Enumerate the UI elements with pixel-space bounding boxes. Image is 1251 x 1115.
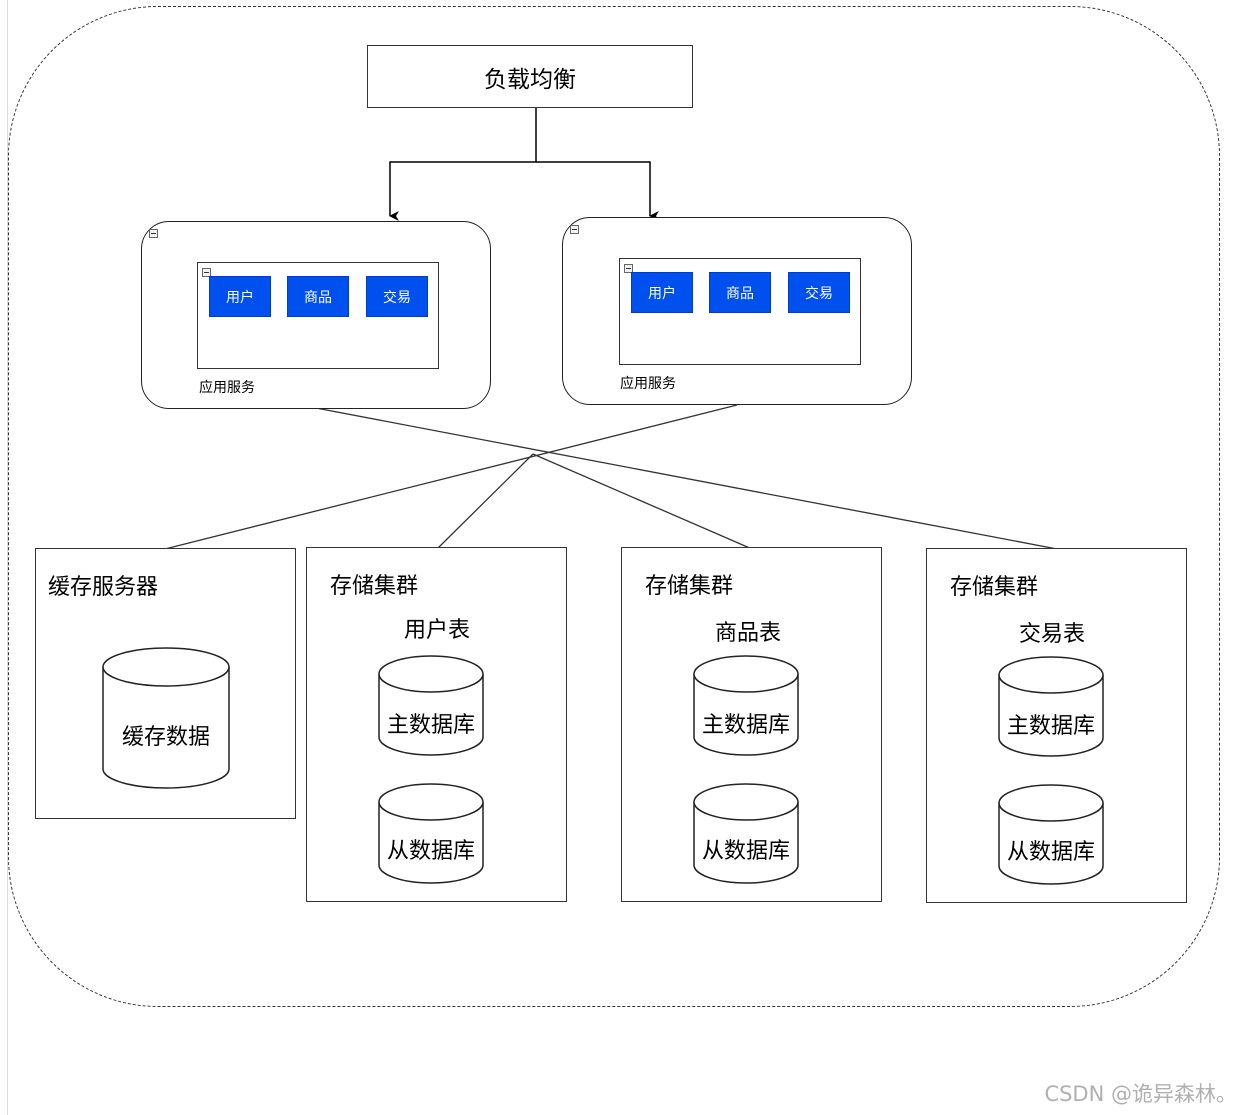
load-balancer-label: 负载均衡 [484, 66, 576, 93]
lb-to-app-server-1-edge [389, 108, 537, 221]
module-user: 用户 [631, 272, 693, 313]
database-cylinder-icon [102, 647, 230, 789]
storage-cluster-title: 存储集群 [645, 574, 734, 599]
load-balancer-node: 负载均衡 [367, 45, 693, 108]
cache-data-cylinder: 缓存数据 [102, 647, 230, 789]
database-cylinder-icon [998, 784, 1104, 885]
watermark-text: CSDN @诡异森林。 [1044, 1082, 1237, 1106]
database-cylinder-icon [998, 656, 1104, 757]
database-cylinder-icon [693, 783, 799, 884]
app-server-1: 用户 商品 交易 应用服务 [141, 221, 491, 409]
master-db-label: 主数据库 [1006, 714, 1095, 739]
module-product: 商品 [709, 272, 771, 313]
lb-to-app-server-2-edge [536, 161, 659, 221]
collapse-toggle-icon[interactable] [149, 229, 158, 238]
module-trade: 交易 [788, 272, 850, 313]
app-server-2-module-group: 用户 商品 交易 [619, 258, 861, 365]
storage-cluster-title: 存储集群 [330, 574, 419, 599]
table-name-label: 用户表 [403, 618, 470, 643]
slave-db-label: 从数据库 [701, 839, 790, 864]
cache-server-node: 缓存服务器 缓存数据 [35, 548, 296, 819]
master-db-cylinder: 主数据库 [693, 655, 799, 757]
master-db-label: 主数据库 [701, 713, 790, 738]
slave-db-label: 从数据库 [1006, 840, 1095, 865]
app-server-2: 用户 商品 交易 应用服务 [562, 217, 912, 405]
slave-db-label: 从数据库 [386, 839, 475, 864]
slave-db-cylinder: 从数据库 [693, 783, 799, 885]
hub-to-product-cluster-edge [532, 453, 753, 550]
app-server-2-to-cache-edge [164, 404, 738, 550]
slave-db-cylinder: 从数据库 [378, 783, 484, 885]
database-cylinder-icon [378, 655, 484, 756]
module-user: 用户 [209, 276, 271, 317]
slave-db-cylinder: 从数据库 [998, 784, 1104, 886]
master-db-cylinder: 主数据库 [998, 656, 1104, 758]
page-left-rule [7, 0, 8, 1115]
collapse-toggle-icon[interactable] [570, 225, 579, 234]
app-server-2-label: 应用服务 [620, 376, 676, 392]
master-db-label: 主数据库 [386, 713, 475, 738]
hub-to-user-cluster-edge [436, 453, 534, 550]
module-trade: 交易 [366, 276, 428, 317]
app-server-1-label: 应用服务 [199, 380, 255, 396]
table-name-label: 交易表 [1018, 622, 1085, 647]
cache-server-title: 缓存服务器 [48, 575, 159, 600]
app-server-1-to-trade-cluster-edge [315, 407, 1058, 550]
storage-cluster-title: 存储集群 [950, 575, 1039, 600]
system-boundary-frame [8, 6, 1220, 1007]
database-cylinder-icon [378, 783, 484, 884]
app-server-1-module-group: 用户 商品 交易 [197, 262, 439, 369]
cache-data-label: 缓存数据 [121, 725, 210, 750]
collapse-toggle-icon[interactable] [202, 268, 211, 277]
collapse-toggle-icon[interactable] [624, 264, 633, 273]
module-product: 商品 [287, 276, 349, 317]
storage-cluster-product: 存储集群 商品表 主数据库 从数据库 [621, 547, 882, 902]
database-cylinder-icon [693, 655, 799, 756]
table-name-label: 商品表 [714, 621, 781, 646]
master-db-cylinder: 主数据库 [378, 655, 484, 757]
storage-cluster-user: 存储集群 用户表 主数据库 从数据库 [306, 547, 567, 902]
storage-cluster-trade: 存储集群 交易表 主数据库 从数据库 [926, 548, 1187, 903]
